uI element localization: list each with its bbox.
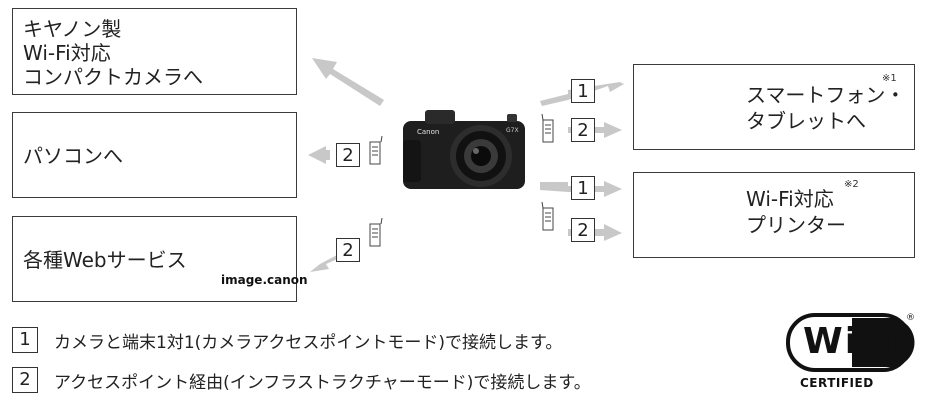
destination-box-smartphone: スマートフォン・ タブレットへ ※1 — [633, 64, 915, 150]
compact-camera-label-line3: コンパクトカメラへ — [23, 65, 203, 89]
router-icon — [541, 201, 554, 231]
legend-text-1: カメラと端末1対1(カメラアクセスポイントモード)で接続します。 — [54, 332, 563, 353]
arrow-to-pc — [308, 146, 330, 164]
destination-box-printer: Wi-Fi対応 プリンター ※2 — [633, 172, 915, 258]
router-icon — [369, 217, 383, 247]
connection-marker-2-smartphone: 2 — [571, 118, 595, 142]
legend-num-1: 1 — [12, 327, 38, 353]
wifi-certified-text: CERTIFIED — [800, 376, 874, 390]
printer-note: ※2 — [844, 179, 859, 190]
canon-camera-icon: Canon G7X — [403, 110, 525, 189]
web-services-label: 各種Webサービス — [23, 248, 187, 272]
smartphone-note: ※1 — [882, 73, 897, 84]
svg-text:G7X: G7X — [506, 127, 519, 134]
router-icon — [369, 135, 383, 165]
destination-box-compact-camera: キヤノン製 Wi-Fi対応 コンパクトカメラへ — [12, 8, 297, 95]
printer-label-line1: Wi-Fi対応 — [746, 187, 834, 211]
wifi-logo-wordmark: WiFi — [803, 321, 900, 362]
image-canon-logo-text: image.canon — [221, 273, 308, 287]
arrow-to-compact-camera — [312, 58, 384, 106]
connection-marker-2-web: 2 — [336, 238, 360, 262]
router-icon — [541, 113, 554, 143]
connection-marker-2-printer: 2 — [571, 218, 595, 242]
wifi-registered-mark: ® — [906, 313, 915, 323]
arrow-to-printer-2 — [568, 224, 622, 241]
pc-label: パソコンへ — [23, 144, 123, 168]
connection-marker-1-printer: 1 — [571, 176, 595, 200]
smartphone-label-line1: スマートフォン・ — [746, 83, 906, 107]
smartphone-label-line2: タブレットへ — [746, 109, 866, 133]
destination-box-pc: パソコンへ — [12, 112, 297, 198]
compact-camera-label-line2: Wi-Fi対応 — [23, 41, 111, 65]
legend-text-2: アクセスポイント経由(インフラストラクチャーモード)で接続します。 — [54, 372, 591, 393]
legend-num-2: 2 — [12, 367, 38, 393]
destination-box-web-services: 各種Webサービス — [12, 216, 297, 302]
arrow-to-web — [310, 255, 340, 272]
arrow-to-smartphone-2 — [568, 122, 622, 138]
legend-row-2: 2 アクセスポイント経由(インフラストラクチャーモード)で接続します。 — [12, 366, 591, 394]
connection-marker-1-smartphone: 1 — [571, 79, 595, 103]
printer-label-line2: プリンター — [746, 213, 846, 237]
compact-camera-label-line1: キヤノン製 — [23, 17, 122, 41]
svg-text:Canon: Canon — [417, 128, 439, 136]
legend-row-1: 1 カメラと端末1対1(カメラアクセスポイントモード)で接続します。 — [12, 326, 562, 354]
wifi-certified-logo-icon — [786, 313, 915, 372]
connection-marker-2-pc: 2 — [336, 143, 360, 167]
